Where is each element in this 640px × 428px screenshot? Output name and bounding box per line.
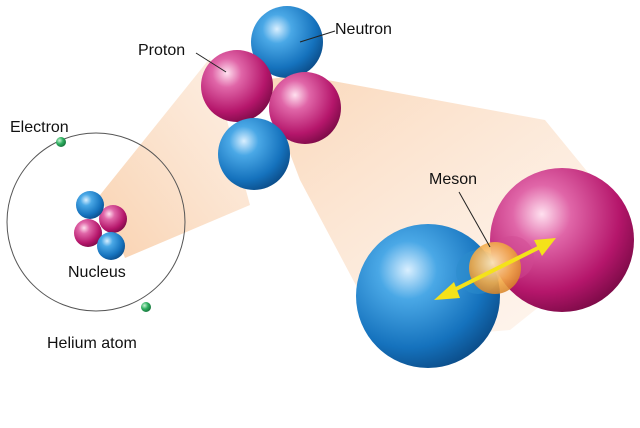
nucleus-neutron — [97, 232, 125, 260]
neutron-label: Neutron — [335, 21, 392, 38]
enlarged-proton — [269, 72, 341, 144]
enlarged-neutron — [251, 6, 323, 78]
electron-particle — [141, 302, 151, 312]
meson-leader-line — [458, 191, 491, 248]
electron-particle — [56, 137, 66, 147]
proton-label: Proton — [138, 42, 186, 59]
proton-leader-line — [195, 52, 227, 73]
nucleus-neutron — [76, 191, 104, 219]
exchange-arrow — [434, 238, 556, 300]
enlarged-neutron — [218, 118, 290, 190]
nucleus-proton — [99, 205, 127, 233]
pair-proton — [490, 168, 634, 312]
helium-atom-label: Helium atom — [47, 335, 137, 352]
electron-orbit — [6, 132, 186, 312]
neutron-leader-line — [299, 30, 336, 43]
nucleus-proton — [74, 219, 102, 247]
enlarged-proton — [201, 50, 273, 122]
electron-label: Electron — [10, 119, 69, 136]
pair-neutron — [356, 224, 500, 368]
nucleus-label: Nucleus — [68, 264, 126, 281]
meson-label: Meson — [429, 171, 478, 188]
